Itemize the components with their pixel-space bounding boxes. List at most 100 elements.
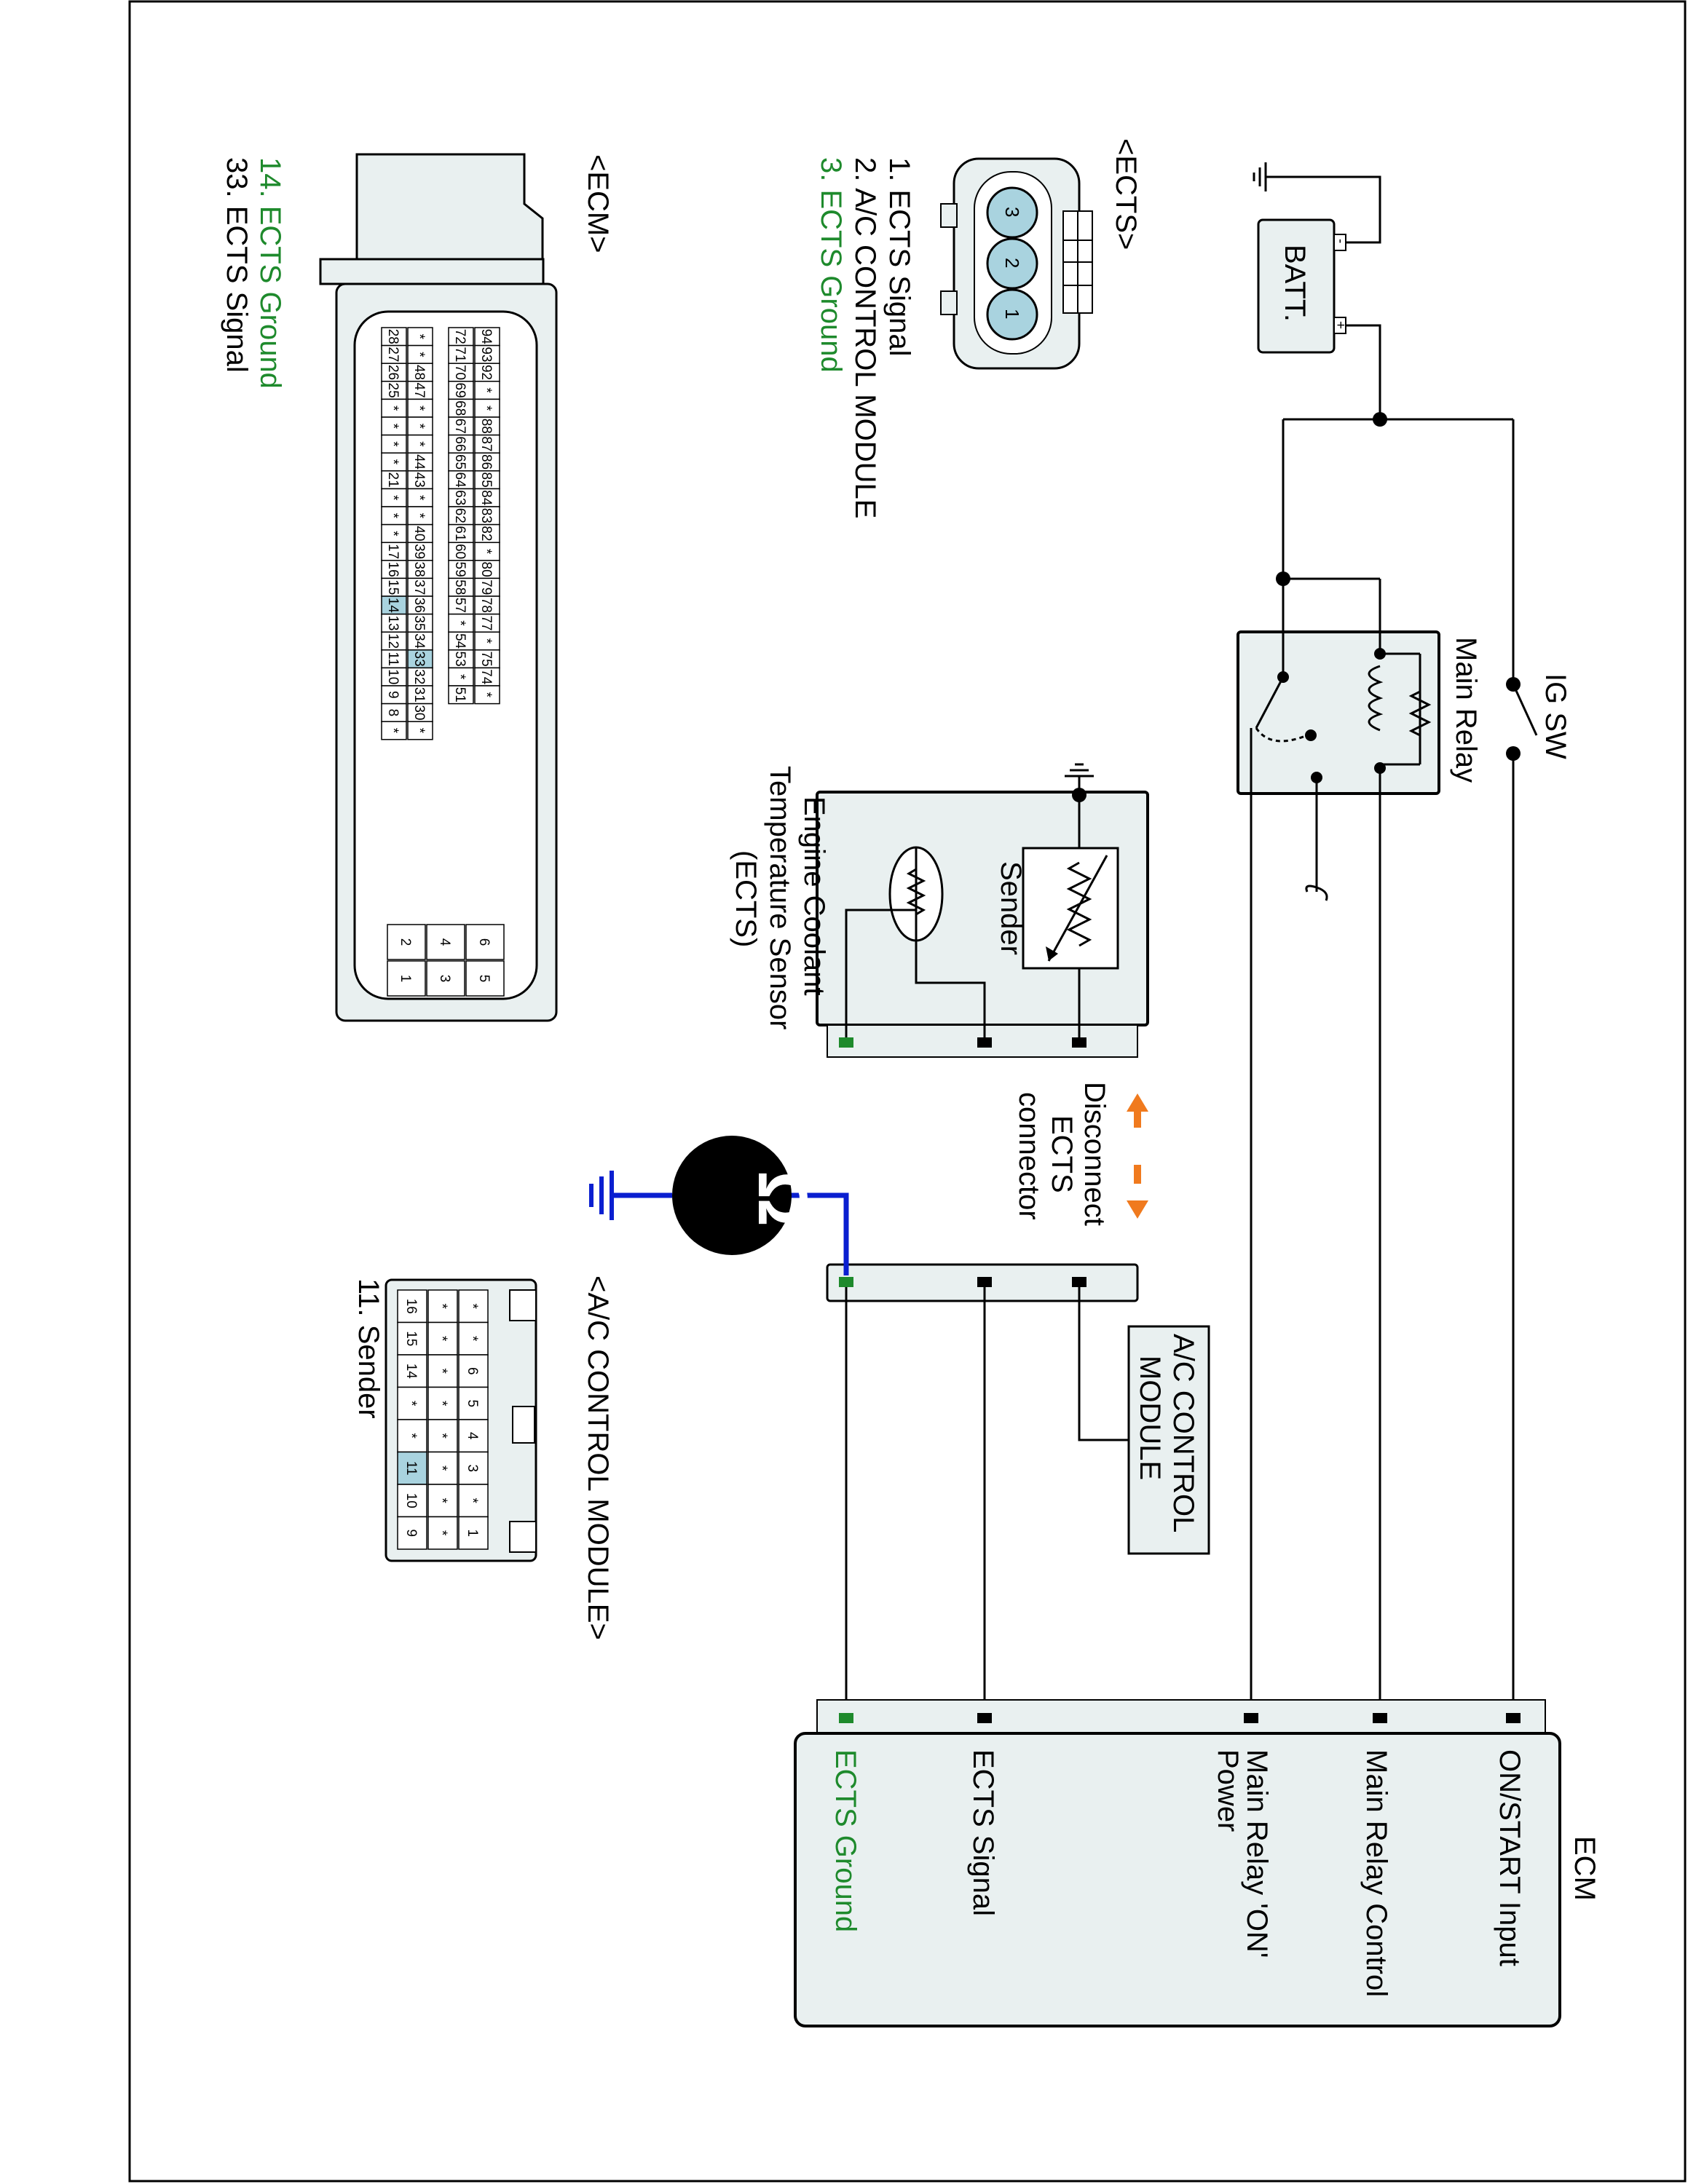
ecm-pin [381, 667, 407, 687]
ecm-small-pin [426, 960, 465, 997]
ecm-pin-label: 21 [385, 472, 401, 488]
ac-control-module-box [1127, 1325, 1210, 1555]
ecm-pin [381, 523, 407, 543]
ecm-pin [407, 667, 433, 687]
ig-switch-label: IG SW [1539, 673, 1571, 759]
ecm-small-pin-label: 2 [398, 938, 413, 946]
ac-pin-label: 11 [403, 1461, 419, 1476]
ecm-small-pin [426, 924, 465, 960]
ecm-pin-label: 40 [411, 526, 427, 541]
ecm-pin [381, 649, 407, 669]
ecm-pin-label: * [385, 513, 401, 519]
ecm-pin [448, 667, 474, 687]
ecm-pin [407, 542, 433, 561]
battery-label: BATT. [1279, 245, 1311, 322]
ecm-pin [474, 523, 500, 543]
ecm-pin-label: 68 [452, 400, 468, 416]
ecm-pin [448, 596, 474, 615]
ects-pin-label-3: 3 [1001, 207, 1023, 217]
ecm-pin-label: 57 [452, 598, 468, 613]
ecm-pin [448, 577, 474, 597]
ecm-pin-label: 87 [478, 436, 494, 451]
ac-pin-label: 14 [403, 1364, 419, 1380]
ecm-pin-label: 38 [411, 562, 427, 577]
ecm-pin-label: * [411, 405, 427, 411]
ecm-pin [407, 452, 433, 472]
ects-pin-3 [986, 186, 1038, 239]
ecm-pin-label: 75 [478, 652, 494, 667]
ac-pin-label: * [403, 1433, 419, 1439]
disconnect-line2: ECTS [1046, 1115, 1078, 1193]
ecm-small-pin-label: 5 [476, 975, 492, 983]
ecm-pin-label: 30 [411, 705, 427, 720]
ecm-pin-label: * [385, 459, 401, 465]
ac-pin [458, 1451, 489, 1485]
ects-connector-view: <ECTS> 1 2 3 1. ECTS Signal 2. A/C CONTR… [815, 138, 1142, 518]
ecm-pin [407, 470, 433, 490]
ecm-pin-ects-ground: ECTS Ground [829, 1749, 861, 1932]
ects-pin-label-1: 1 [1001, 309, 1023, 319]
ecm-pin-label: 60 [452, 544, 468, 559]
ecm-pin [407, 649, 433, 669]
ecm-pin [407, 381, 433, 400]
ecm-connector-view: <ECM> 949392**88878685848382*80797877*75… [221, 153, 614, 1022]
ecm-pin-label: 32 [411, 669, 427, 684]
disconnect-line3: connector [1013, 1092, 1045, 1220]
ecm-small-pin-label: 4 [437, 938, 452, 946]
ecm-pin-label: 35 [411, 615, 427, 630]
ecm-pin [474, 327, 500, 347]
ecm-pin-label: 77 [478, 615, 494, 630]
ecm-pin-label: 26 [385, 365, 401, 380]
ac-pin-label: 15 [403, 1331, 419, 1346]
ecm-pin-label: 54 [452, 633, 468, 649]
ac-pin-label: * [465, 1498, 480, 1504]
ecm-pin-label: 80 [478, 562, 494, 577]
ac-pin-label: * [403, 1401, 419, 1406]
ecm-pin [381, 542, 407, 561]
ground-symbol [1253, 161, 1283, 193]
ac-box-line2: MODULE [1134, 1356, 1166, 1480]
ecm-pin-label: 48 [411, 365, 427, 380]
ecm-pin [474, 577, 500, 597]
ecm-pin-label: * [411, 424, 427, 430]
ecm-pin [381, 685, 407, 705]
ecm-pin-label: 47 [411, 383, 427, 398]
ecm-pin [448, 470, 474, 490]
ac-pin [427, 1354, 458, 1388]
ecm-pin-label: 27 [385, 347, 401, 362]
ecm-pin [381, 434, 407, 454]
ac-connector-title: <A/C CONTROL MODULE> [582, 1275, 614, 1640]
ecm-pin [448, 381, 474, 400]
ecm-pin-label: 72 [452, 329, 468, 344]
ac-pin [397, 1516, 427, 1550]
ecm-pin-label: 17 [385, 544, 401, 559]
ecm-pin [381, 577, 407, 597]
ecm-pin [407, 327, 433, 347]
ecm-pin [407, 398, 433, 418]
ecm-pin-label: 12 [385, 633, 401, 649]
ac-pin [458, 1516, 489, 1550]
ac-box-line1: A/C CONTROL [1167, 1334, 1199, 1532]
ects-legend-1: 1. ECTS Signal [883, 157, 915, 356]
ecm-pin-ects-signal: ECTS Signal [967, 1749, 999, 1916]
ecm-pin [448, 506, 474, 526]
ecm-pin [407, 703, 433, 722]
ecm-pin-grid: 949392**88878685848382*80797877*7574*727… [381, 327, 505, 997]
ac-pin-label: 9 [403, 1529, 419, 1537]
ecm-pin [381, 613, 407, 633]
ecm-pin-label: 61 [452, 526, 468, 541]
ecm-pin [474, 649, 500, 669]
ecm-pin-label: * [411, 334, 427, 340]
disconnect-line1: Disconnect [1078, 1082, 1111, 1226]
ecm-pin-main-relay-control: Main Relay Control [1360, 1749, 1392, 1997]
ects-name-line3: (ECTS) [730, 850, 762, 947]
ecm-pin-label: 86 [478, 454, 494, 470]
ecm-pin-label: * [385, 441, 401, 447]
ac-pin-label: * [434, 1336, 449, 1342]
ecm-pin-label: 44 [411, 454, 427, 470]
ecm-pin-label: 31 [411, 687, 427, 703]
ecm-pin-label: 51 [452, 687, 468, 703]
battery-positive: + [1333, 321, 1348, 329]
ecm-pin [381, 631, 407, 651]
